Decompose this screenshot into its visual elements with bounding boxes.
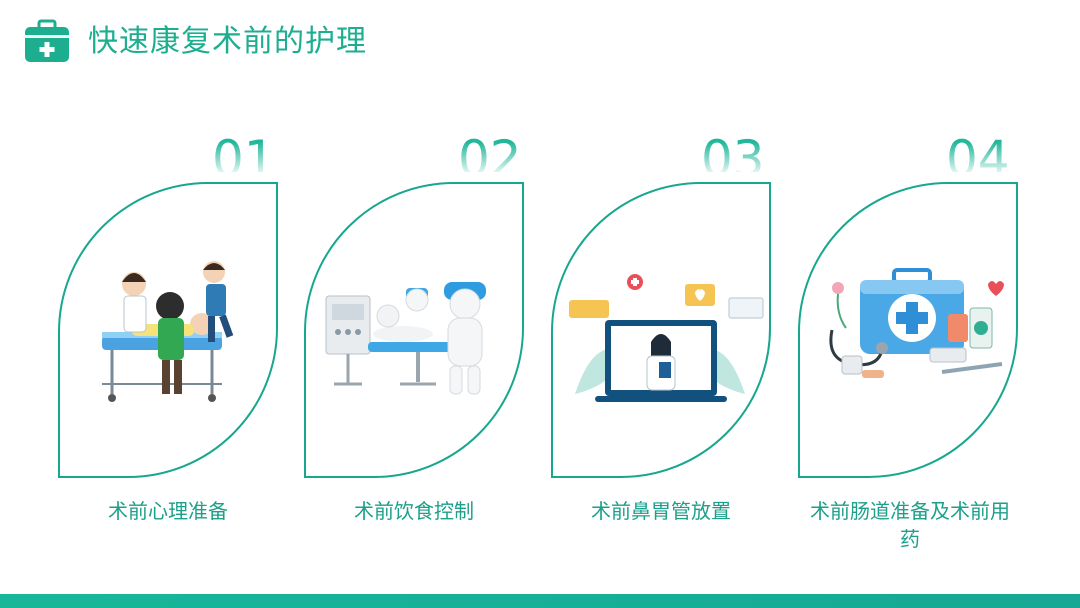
step-card-3: [551, 182, 771, 478]
step-number-4: 04: [946, 130, 1010, 172]
step-card-4: [798, 182, 1018, 478]
step-label-2: 术前饮食控制: [354, 499, 474, 523]
stretcher-transport-illustration: [102, 261, 234, 402]
medical-kit-supplies-illustration: [829, 268, 1004, 378]
medical-kit-icon: [25, 19, 69, 62]
page-title: 快速康复术前的护理: [88, 24, 367, 59]
step-label-4: 术前肠道准备及术前用药: [810, 499, 1010, 551]
bottom-accent-bar: [0, 594, 1080, 608]
step-number-1: 01: [212, 130, 276, 172]
doctor-on-screen-illustration: [569, 274, 764, 402]
step-card-1: [58, 182, 278, 478]
step-number-3: 03: [701, 130, 765, 172]
step-number-2: 02: [458, 130, 522, 172]
operating-bed-patient-illustration: [325, 282, 486, 395]
step-label-1: 术前心理准备: [108, 499, 228, 523]
step-label-3: 术前鼻胃管放置: [591, 499, 731, 523]
step-card-2: [304, 182, 524, 478]
